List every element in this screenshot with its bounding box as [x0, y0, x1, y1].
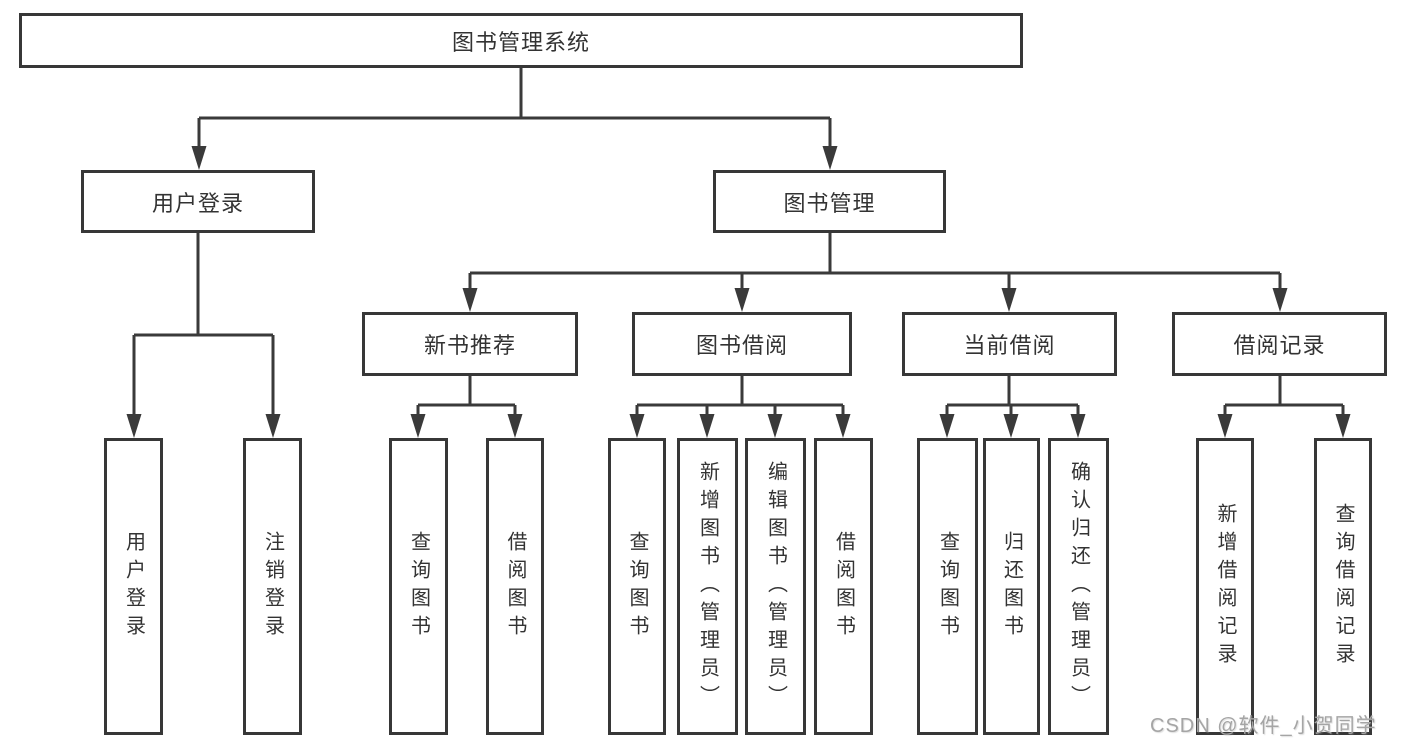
- node-label: 新增图书（管理员）: [696, 460, 719, 713]
- leaf-confirm-return-admin: 确认归还（管理员）: [1048, 438, 1109, 735]
- leaf-borrow-books: 借阅图书: [814, 438, 873, 735]
- node-current-borrowing: 当前借阅: [902, 312, 1117, 376]
- node-label: 借阅图书: [832, 530, 855, 643]
- leaf-borrow-books-recommend: 借阅图书: [486, 438, 544, 735]
- leaf-edit-book-admin: 编辑图书（管理员）: [745, 438, 806, 735]
- node-label: 查询图书: [407, 530, 430, 643]
- node-book-management: 图书管理: [713, 170, 946, 233]
- leaf-user-login: 用户登录: [104, 438, 163, 735]
- node-label: 借阅图书: [504, 530, 526, 643]
- node-label: 新增借阅记录: [1214, 502, 1236, 671]
- node-label: 编辑图书（管理员）: [764, 460, 787, 713]
- arrowheads: [126, 146, 1351, 438]
- node-label: 确认归还（管理员）: [1067, 460, 1090, 713]
- leaf-query-books-recommend: 查询图书: [389, 438, 448, 735]
- node-label: 查询图书: [626, 530, 648, 643]
- node-user-login-module: 用户登录: [81, 170, 315, 233]
- node-label: 当前借阅: [963, 333, 1056, 358]
- leaf-query-books-current: 查询图书: [917, 438, 978, 735]
- node-label: 图书借阅: [695, 333, 788, 358]
- leaf-query-books-borrowing: 查询图书: [608, 438, 666, 735]
- leaf-return-books: 归还图书: [983, 438, 1040, 735]
- node-label: 用户登录: [151, 190, 244, 216]
- node-label: 归还图书: [1000, 530, 1023, 643]
- watermark: CSDN @软件_小贺同学: [1150, 715, 1377, 737]
- node-book-borrowing: 图书借阅: [632, 312, 852, 376]
- node-label: 新书推荐: [423, 333, 516, 358]
- node-new-book-recommend: 新书推荐: [362, 312, 578, 376]
- node-label: 查询图书: [936, 530, 959, 643]
- leaf-query-borrow-record: 查询借阅记录: [1314, 438, 1372, 735]
- node-label: 用户登录: [122, 530, 145, 643]
- leaf-add-book-admin: 新增图书（管理员）: [677, 438, 738, 735]
- node-label: 查询借阅记录: [1332, 502, 1354, 671]
- node-root-system: 图书管理系统: [19, 13, 1023, 68]
- leaf-logout: 注销登录: [243, 438, 302, 735]
- node-label: 图书管理系统: [451, 29, 590, 55]
- node-label: 借阅记录: [1233, 333, 1326, 358]
- leaf-add-borrow-record: 新增借阅记录: [1196, 438, 1254, 735]
- node-label: 注销登录: [261, 530, 284, 643]
- node-label: 图书管理: [783, 190, 876, 216]
- node-borrowing-records: 借阅记录: [1172, 312, 1387, 376]
